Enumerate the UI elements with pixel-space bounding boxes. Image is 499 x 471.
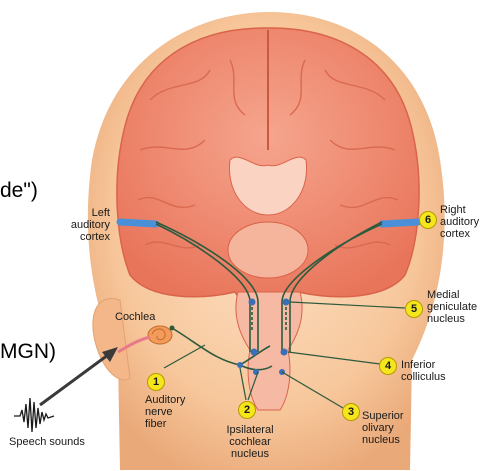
label-cochlea: Cochlea	[115, 311, 156, 323]
ear-canal	[117, 335, 151, 354]
node-soc-left	[253, 369, 259, 375]
label-ipsilateral-cochlear-nucleus: Ipsilateral cochlear nucleus	[226, 424, 274, 460]
label-auditory-nerve-fiber: Auditory nerve fiber	[145, 394, 186, 430]
step-badge-3: 3	[342, 403, 360, 421]
cochlea	[147, 325, 175, 345]
node-ic-left	[250, 348, 258, 356]
sound-arrow-head	[102, 347, 118, 362]
label-inferior-colliculus: Inferior colliculus	[401, 359, 446, 383]
label-left-auditory-cortex: Left auditory cortex	[70, 207, 110, 243]
pathway-nodes	[237, 298, 290, 375]
node-ic-right	[280, 348, 288, 356]
node-mgn-right	[282, 298, 290, 306]
sound-arrow	[39, 350, 113, 407]
step-badge-4: 4	[379, 357, 397, 375]
brainstem	[235, 291, 303, 411]
cropped-text-fragment-top: de")	[0, 179, 38, 202]
right-auditory-cortex-highlight	[378, 218, 422, 228]
auditory-pathways	[155, 221, 383, 371]
label-medial-geniculate-nucleus: Medial geniculate nucleus	[427, 289, 478, 325]
label-right-auditory-cortex: Right auditory cortex	[440, 204, 480, 240]
node-cn	[237, 362, 243, 368]
label-speech-sounds: Speech sounds	[9, 436, 85, 448]
step-badge-2: 2	[238, 401, 256, 419]
cropped-text-fragment-mid: MGN)	[0, 340, 56, 363]
label-superior-olivary-nucleus: Superior olivary nucleus	[362, 410, 404, 446]
brain-gyri	[137, 59, 399, 249]
thalamus	[227, 221, 309, 279]
step-badge-6: 6	[419, 211, 437, 229]
leader-lines	[163, 301, 406, 409]
ventricles	[228, 156, 308, 216]
step-badge-1: 1	[147, 373, 165, 391]
speech-waveform	[14, 397, 55, 433]
step-badge-5: 5	[405, 300, 423, 318]
node-mgn-left	[248, 298, 256, 306]
left-auditory-cortex-highlight	[116, 218, 160, 228]
